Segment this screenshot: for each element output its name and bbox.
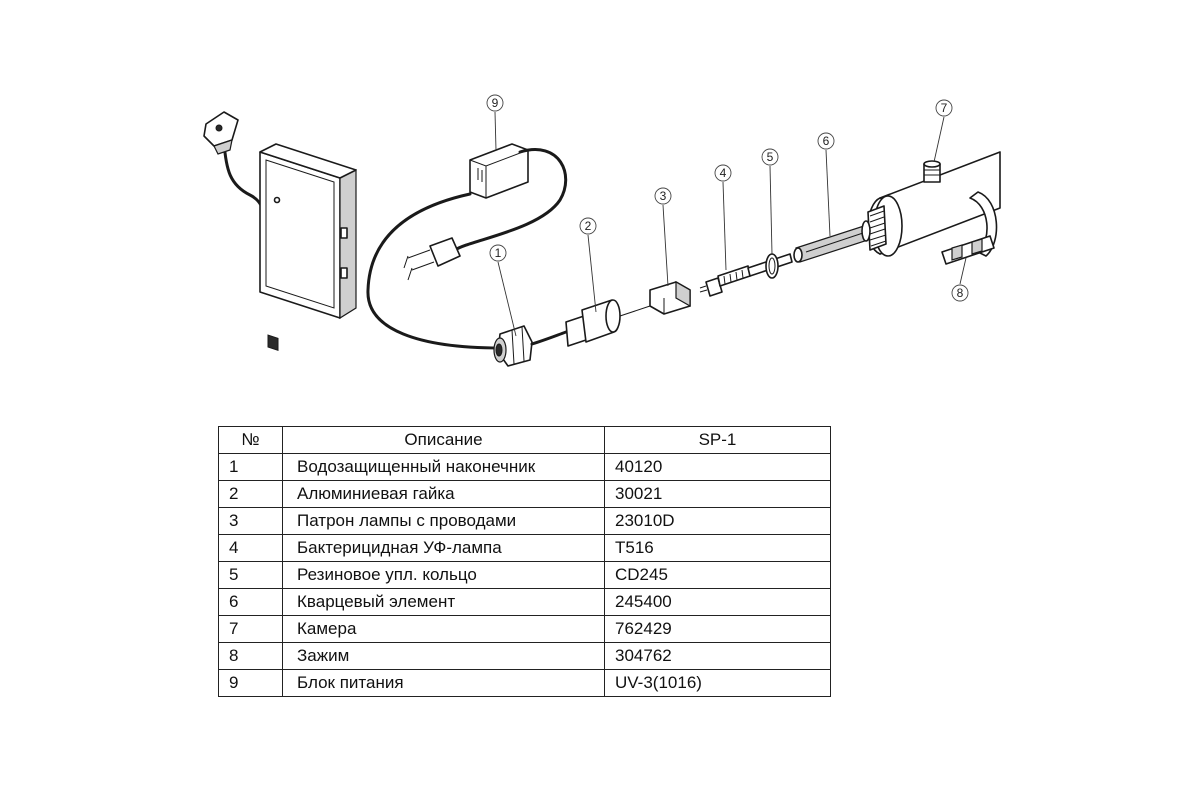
table-header-row: № Описание SP-1 (218, 426, 831, 454)
callout-2: 2 (579, 217, 597, 235)
row-number: 8 (218, 642, 283, 670)
parts-table: № Описание SP-1 1 Водозащищенный наконеч… (218, 426, 831, 697)
svg-text:7: 7 (941, 101, 948, 115)
control-box-plug-icon (203, 111, 239, 155)
row-description: Кварцевый элемент (282, 588, 605, 616)
header-code: SP-1 (604, 426, 831, 454)
row-code: 40120 (604, 453, 831, 481)
part-3-lamp-socket (649, 280, 691, 315)
row-number: 6 (218, 588, 283, 616)
svg-text:1: 1 (495, 246, 502, 260)
row-number: 1 (218, 453, 283, 481)
table-row: 3 Патрон лампы с проводами 23010D (218, 507, 831, 535)
part-4-uv-lamp (699, 253, 793, 297)
callout-8: 8 (951, 284, 969, 302)
row-number: 2 (218, 480, 283, 508)
row-number: 7 (218, 615, 283, 643)
part-7-chamber (861, 151, 1001, 257)
svg-text:5: 5 (767, 150, 774, 164)
row-number: 4 (218, 534, 283, 562)
part-8-clamp (941, 191, 998, 265)
table-row: 5 Резиновое упл. кольцо CD245 (218, 561, 831, 589)
row-code: 304762 (604, 642, 831, 670)
control-box-switch-icon (267, 334, 279, 351)
row-description: Блок питания (282, 669, 605, 697)
table-row: 7 Камера 762429 (218, 615, 831, 643)
row-description: Камера (282, 615, 605, 643)
row-description: Бактерицидная УФ-лампа (282, 534, 605, 562)
control-box-front (259, 151, 341, 319)
header-description: Описание (282, 426, 605, 454)
svg-text:6: 6 (823, 134, 830, 148)
row-description: Патрон лампы с проводами (282, 507, 605, 535)
part-1-waterproof-cap (493, 325, 568, 367)
table-row: 2 Алюминиевая гайка 30021 (218, 480, 831, 508)
power-supply-cable (366, 192, 502, 350)
callout-3: 3 (654, 187, 672, 205)
row-number: 3 (218, 507, 283, 535)
row-code: T516 (604, 534, 831, 562)
row-code: UV-3(1016) (604, 669, 831, 697)
svg-text:3: 3 (660, 189, 667, 203)
callout-5: 5 (761, 148, 779, 166)
control-box (203, 111, 357, 351)
row-description: Зажим (282, 642, 605, 670)
control-box-side (339, 169, 357, 320)
callout-1: 1 (489, 244, 507, 262)
row-description: Резиновое упл. кольцо (282, 561, 605, 589)
table-row: 6 Кварцевый элемент 245400 (218, 588, 831, 616)
row-description: Алюминиевая гайка (282, 480, 605, 508)
row-code: 245400 (604, 588, 831, 616)
leader-lines (494, 111, 967, 337)
svg-text:9: 9 (492, 96, 499, 110)
row-number: 5 (218, 561, 283, 589)
callout-6: 6 (817, 132, 835, 150)
row-code: 762429 (604, 615, 831, 643)
callout-7: 7 (935, 99, 953, 117)
power-supply-output-cord (453, 148, 568, 252)
exploded-view-diagram: 1 2 3 4 5 6 7 8 9 (203, 94, 1001, 367)
table-row: 4 Бактерицидная УФ-лампа T516 (218, 534, 831, 562)
svg-text:2: 2 (585, 219, 592, 233)
power-plug-icon (403, 237, 461, 281)
row-code: 30021 (604, 480, 831, 508)
table-row: 8 Зажим 304762 (218, 642, 831, 670)
table-row: 1 Водозащищенный наконечник 40120 (218, 453, 831, 481)
power-supply (366, 143, 568, 350)
control-box-top (259, 143, 357, 179)
callout-4: 4 (714, 164, 732, 182)
chamber-bolt-icon (923, 160, 941, 183)
part-2-aluminum-nut (565, 299, 651, 347)
power-supply-body (469, 143, 529, 199)
svg-text:4: 4 (720, 166, 727, 180)
header-number: № (218, 426, 283, 454)
callout-9: 9 (486, 94, 504, 112)
row-code: 23010D (604, 507, 831, 535)
row-number: 9 (218, 669, 283, 697)
control-box-indicator-icon (273, 196, 281, 204)
table-row: 9 Блок питания UV-3(1016) (218, 669, 831, 697)
svg-text:8: 8 (957, 286, 964, 300)
part-5-o-ring (765, 253, 779, 279)
row-code: CD245 (604, 561, 831, 589)
row-description: Водозащищенный наконечник (282, 453, 605, 481)
